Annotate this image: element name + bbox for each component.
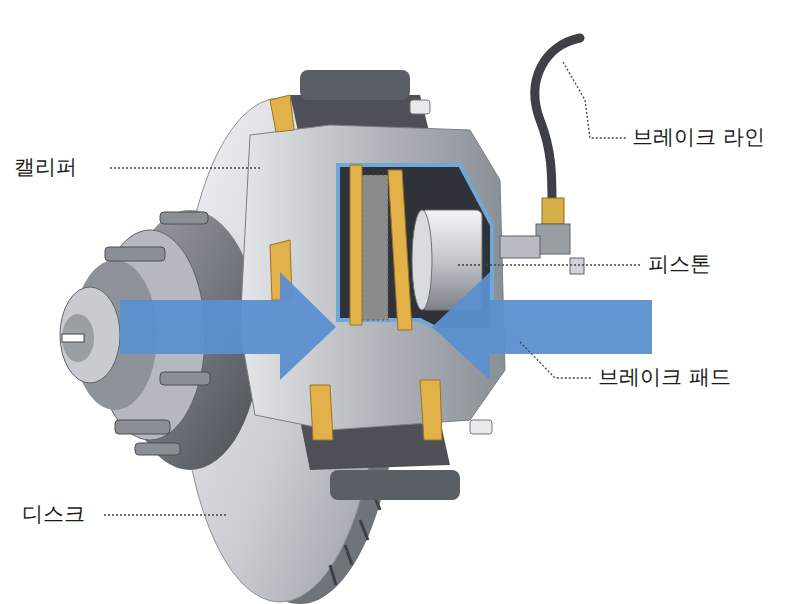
part-label: 브레이크 라인 (630, 125, 767, 150)
part-label: 브레이크 패드 (596, 365, 733, 390)
part-label: 피스톤 (646, 252, 713, 277)
part-label: 디스크 (20, 502, 87, 527)
part-label: 캘리퍼 (12, 155, 79, 180)
